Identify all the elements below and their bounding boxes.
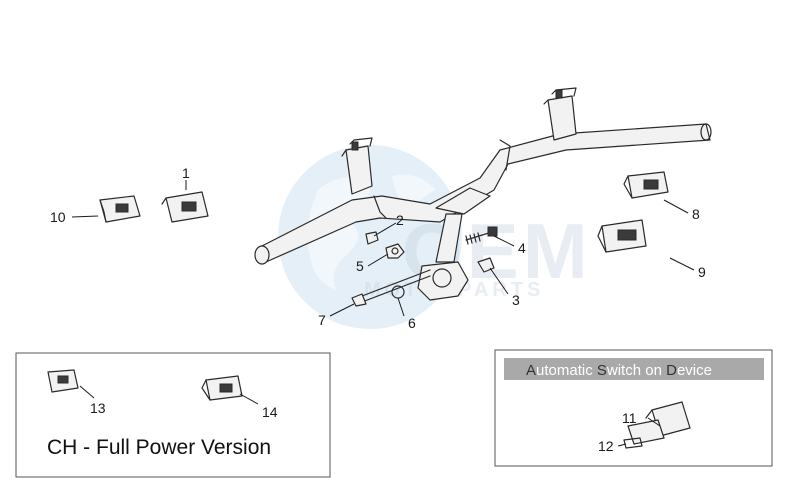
switch-10 — [99, 195, 141, 223]
title-part-2: utomatic — [536, 362, 597, 379]
switch-14 — [201, 375, 243, 401]
callout-9: 9 — [698, 264, 706, 280]
clip-12 — [623, 437, 643, 449]
callout-11: 11 — [622, 410, 637, 426]
callout-2: 2 — [396, 212, 404, 228]
bolt-7 — [361, 269, 431, 303]
ch-box-caption: CH - Full Power Version — [47, 436, 271, 459]
switch-8 — [623, 171, 669, 199]
title-part-1: A — [526, 362, 536, 379]
callout-10: 10 — [50, 209, 66, 225]
title-part-3: S — [597, 362, 607, 379]
callout-4: 4 — [518, 240, 526, 256]
callout-5: 5 — [356, 258, 364, 274]
callout-1: 1 — [182, 165, 190, 181]
callout-14: 14 — [262, 404, 278, 420]
bolt-7-head — [351, 293, 367, 307]
switch-9 — [597, 219, 647, 253]
auto-switch-title: Automatic Switch on Device — [526, 362, 712, 379]
callout-leaders — [71, 180, 695, 317]
screw-4 — [465, 231, 493, 245]
title-part-5: D — [666, 362, 677, 379]
screw-4-head — [487, 226, 498, 237]
watermark: OEM MOTORPARTS — [278, 145, 588, 329]
switch-13 — [47, 369, 79, 393]
handlebar-assembly — [254, 87, 712, 301]
nut-5 — [385, 243, 405, 259]
auto-switch-title-bg — [504, 358, 764, 380]
callout-13: 13 — [90, 400, 106, 416]
title-part-6: evice — [677, 362, 712, 379]
callout-6: 6 — [408, 315, 416, 331]
callout-12: 12 — [598, 438, 614, 454]
ch-full-power-box: 13 14 CH - Full Power Version — [15, 352, 331, 478]
callout-7: 7 — [318, 312, 326, 328]
auto-switch-box: Automatic Switch on Device 11 12 — [494, 349, 773, 467]
switch-1 — [161, 191, 209, 223]
nut-5-hole — [391, 247, 399, 255]
callout-8: 8 — [692, 206, 700, 222]
callouts: 1 2 3 4 5 6 7 8 9 10 — [50, 165, 706, 331]
callout-3: 3 — [512, 292, 520, 308]
title-part-4: witch on — [606, 362, 666, 379]
